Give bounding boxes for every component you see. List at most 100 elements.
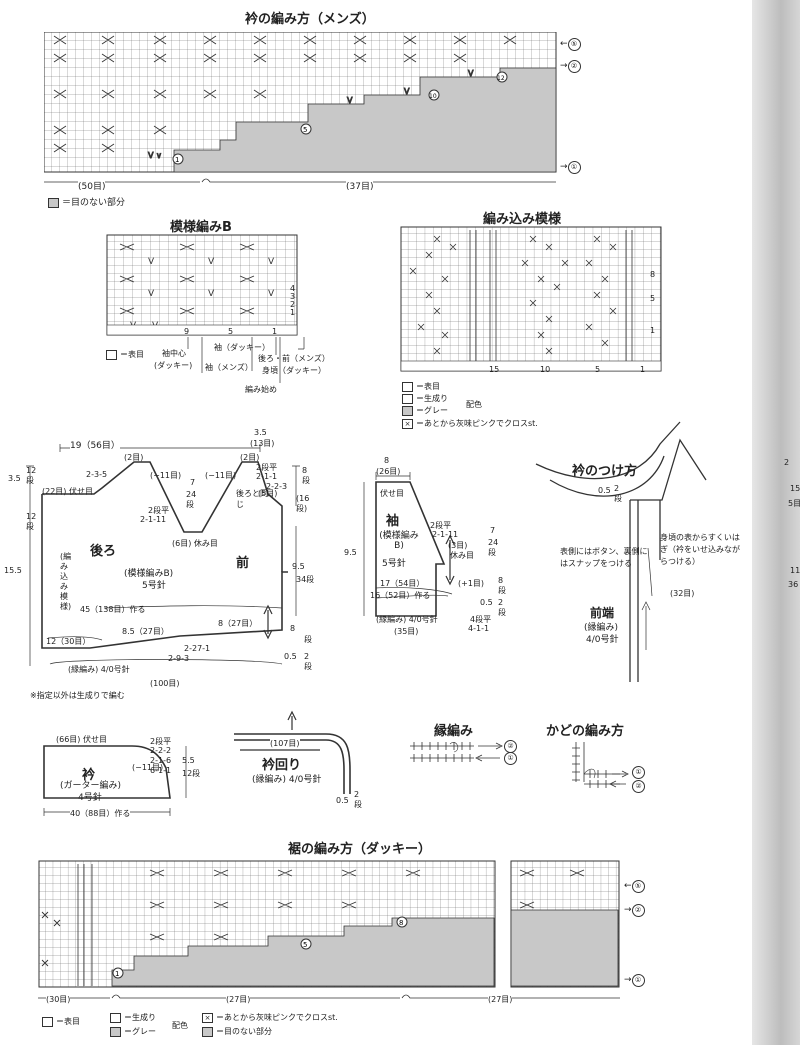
collar-attach-title: 衿のつけ方: [572, 464, 638, 479]
body-dim-15-5: 15.5: [4, 566, 22, 575]
corner-title: かどの編み方: [546, 724, 625, 739]
pb-back-front: 後ろ・前（メンズ）: [258, 354, 330, 363]
row-marker-1: →①: [560, 161, 581, 174]
pattern-b-title: 模様編みB: [170, 220, 232, 235]
collar-piece-lines: [43, 745, 187, 816]
body-dim-34dan: 34段: [296, 575, 315, 584]
svg-text:10: 10: [429, 93, 437, 100]
body-shoulder-top: (2目): [124, 453, 144, 462]
ce-label: 衿回り: [262, 758, 302, 773]
body-dim-8-5: 8.5（27目）: [122, 627, 169, 636]
body-neck-step-2: 2-1-11: [140, 515, 167, 524]
ce-count: (107目): [270, 738, 300, 749]
cp-step-2: 2-2-2: [150, 746, 172, 755]
margin-mark: 15: [790, 484, 800, 493]
in-legend-knit: ＝表目: [402, 381, 440, 392]
ca-needle: 4/0号針: [586, 635, 619, 645]
pb-sleeve-duckie: 袖（ダッキー）: [214, 343, 270, 352]
body-back-label: 後ろ: [90, 544, 117, 559]
corner-chart: [572, 742, 629, 788]
body-dim-8: 8段: [302, 466, 310, 485]
svg-text:V: V: [404, 87, 410, 96]
svg-text:V: V: [148, 257, 155, 267]
body-dim-12dan-2: 12段: [26, 512, 37, 531]
ca-rib: (縁編み): [584, 623, 619, 633]
hem-chart-left: 1 5 8: [38, 860, 496, 988]
sleeve-bind-off: 伏せ目: [380, 489, 404, 498]
sleeve-dim-9-5: 9.5: [344, 548, 357, 557]
cp-step-4: 6-1-1: [150, 766, 172, 775]
body-schematic-lines: [26, 444, 300, 666]
sleeve-dim-26: (26目): [376, 467, 401, 476]
body-front-label: 前: [236, 556, 250, 571]
cp-dim-5-5: 5.5: [182, 756, 195, 765]
body-dim-7: 7: [190, 478, 196, 487]
svg-text:5: 5: [303, 941, 307, 949]
cp-minus11: (−11目): [132, 763, 164, 772]
hem-count-left: (30目): [46, 994, 71, 1005]
svg-text:1: 1: [175, 156, 179, 164]
margin-mark: 2: [784, 458, 790, 467]
ce-pattern: (縁編み) 4/0号針: [252, 775, 322, 785]
svg-text:V: V: [208, 289, 215, 299]
body-step-bottom-1: 2-27-1: [184, 644, 211, 653]
sleeve-plus1: (+1目): [458, 579, 485, 588]
ce-dim-0-5: 0.5: [336, 796, 349, 805]
sleeve-label: 袖: [386, 514, 400, 529]
ca-front-edge: 前端: [590, 606, 615, 620]
count-left: (50目): [78, 179, 106, 192]
in-col-10: 10: [540, 365, 551, 374]
body-make-45: 45（138目）作る: [80, 605, 146, 614]
body-dim-3-5-top: 3.5: [254, 428, 267, 437]
body-bottom-width: (100目): [150, 678, 180, 689]
in-legend-cross: ×＝あとから灰味ピンクでクロスst.: [402, 418, 538, 429]
margin-mark: 5目: [788, 499, 800, 508]
hem-legend-no-stitch: ＝目のない部分: [202, 1026, 272, 1037]
body-dim-8-bottom: 8: [290, 624, 296, 633]
collar-edge-lines: [234, 710, 351, 794]
body-dim-5-target: (5目): [258, 489, 278, 498]
hem-legend-cross: ×＝あとから灰味ピンクでクロスst.: [202, 1012, 338, 1023]
row-marker-5: ←⑤: [560, 38, 581, 51]
ca-dim-0-5: 0.5: [598, 486, 611, 495]
pb-sleeve-center-sub: (ダッキー): [154, 361, 193, 370]
body-step-bottom-2: 2-9-3: [168, 654, 190, 663]
intarsia-chart: [400, 226, 662, 372]
sleeve-dim-17: 17（54目）: [380, 579, 425, 588]
sleeve-schematic-lines: [363, 472, 455, 617]
in-row-8: 8: [650, 270, 656, 279]
svg-text:V: V: [268, 257, 275, 267]
body-dim-0-5: 0.5: [284, 652, 297, 661]
collar-mens-dims: [44, 178, 556, 183]
body-dim-16dan: (16段): [296, 494, 310, 513]
pb-sleeve-center: 袖中心: [162, 349, 186, 358]
cp-dim-12dan: 12段: [182, 769, 201, 778]
in-legend-natural: ＝生成り: [402, 393, 448, 404]
hem-dims: [38, 994, 620, 999]
body-top-width: 19（56目）: [70, 438, 120, 451]
hem-title: 裾の編み方（ダッキー）: [288, 842, 432, 857]
pb-col-1: 1: [272, 327, 278, 336]
pb-body: 身頃（ダッキー）: [262, 366, 326, 375]
body-neck-left: (−11目): [150, 471, 182, 480]
pb-row-2: 2: [290, 300, 296, 309]
margin-mark: 11: [790, 566, 800, 575]
ca-count-32: (32目): [670, 589, 695, 598]
body-dim-24dan: 24段: [186, 490, 197, 509]
in-row-5: 5: [650, 294, 656, 303]
sleeve-step-3: (3目): [448, 541, 468, 550]
body-note: ※指定以外は生成りで編む: [30, 691, 125, 700]
svg-text:1: 1: [115, 970, 119, 978]
corner-row-1: ①: [632, 766, 645, 779]
body-same-as-back: 後ろと同じ: [236, 489, 268, 509]
margin-mark: 36: [788, 580, 799, 589]
sleeve-step-4: 休み目: [450, 551, 474, 560]
body-right-step-1: 2段平: [256, 463, 278, 472]
hem-row-5: ←⑤: [624, 880, 645, 893]
hem-count-mid: (27目): [226, 994, 251, 1005]
rib-title: 縁編み: [434, 724, 474, 739]
pb-col-5: 5: [228, 327, 234, 336]
sleeve-dim-2dan: 2段: [498, 598, 506, 617]
sleeve-dim-8: 8: [384, 456, 390, 465]
